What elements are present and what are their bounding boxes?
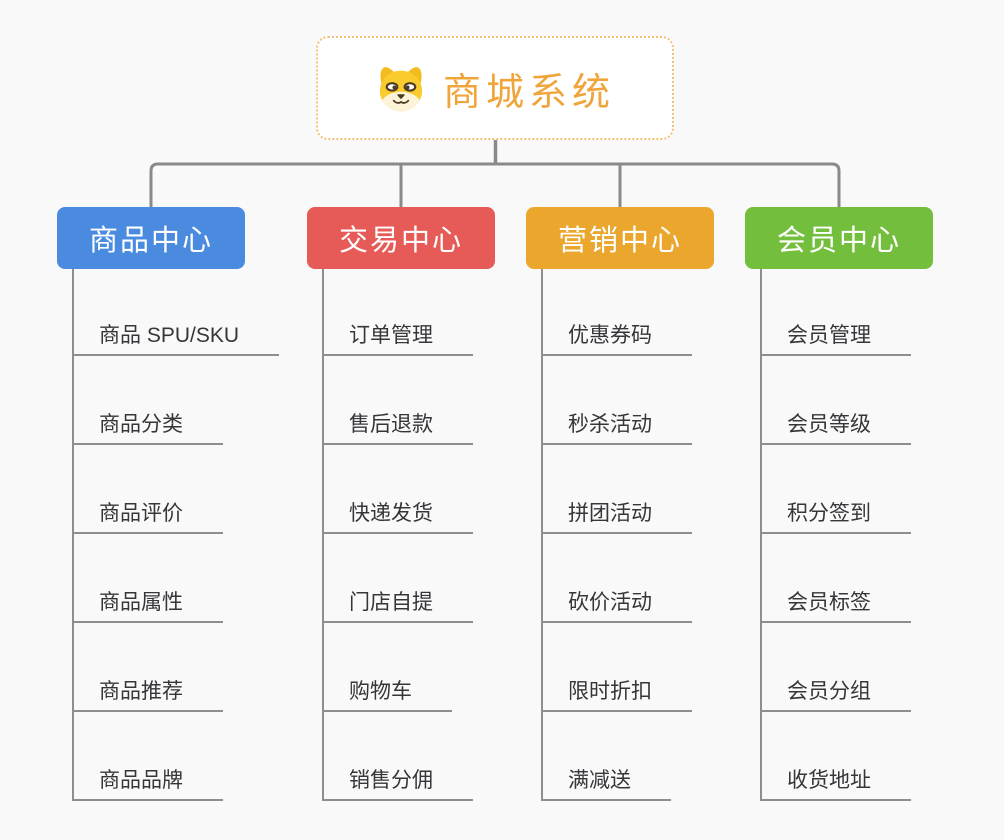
branch-3-item-5[interactable]: 限时折扣	[542, 679, 692, 712]
branch-header-4[interactable]: 会员中心	[745, 207, 933, 269]
branch-connector-line	[541, 269, 543, 801]
dog-face-icon	[375, 64, 427, 113]
branch-1-item-1[interactable]: 商品 SPU/SKU	[73, 323, 280, 356]
branch-2-item-1[interactable]: 订单管理	[323, 323, 473, 356]
branch-4-item-3[interactable]: 积分签到	[761, 501, 911, 534]
branch-column-1: 商品中心 商品 SPU/SKU 商品分类 商品评价 商品属性 商品推荐 商品品牌	[57, 207, 280, 817]
branch-column-2: 交易中心 订单管理 售后退款 快递发货 门店自提 购物车 销售分佣	[307, 207, 495, 817]
branch-4-item-1[interactable]: 会员管理	[761, 323, 911, 356]
branch-3-item-4[interactable]: 砍价活动	[542, 590, 692, 623]
root-node[interactable]: 商城系统	[316, 36, 674, 140]
branch-2-item-6[interactable]: 销售分佣	[323, 768, 473, 801]
branch-4-item-4[interactable]: 会员标签	[761, 590, 911, 623]
branch-2-item-2[interactable]: 售后退款	[323, 412, 473, 445]
branch-connector-line	[322, 269, 324, 801]
branch-2-item-3[interactable]: 快递发货	[323, 501, 473, 534]
branch-1-item-2[interactable]: 商品分类	[73, 412, 223, 445]
branch-header-3[interactable]: 营销中心	[526, 207, 714, 269]
branch-3-item-2[interactable]: 秒杀活动	[542, 412, 692, 445]
branch-3-item-3[interactable]: 拼团活动	[542, 501, 692, 534]
branch-2-item-4[interactable]: 门店自提	[323, 590, 473, 623]
branch-3-item-1[interactable]: 优惠券码	[542, 323, 692, 356]
root-title: 商城系统	[442, 71, 615, 114]
branch-header-2[interactable]: 交易中心	[307, 207, 495, 269]
branch-header-1[interactable]: 商品中心	[57, 207, 245, 269]
branch-3-item-6[interactable]: 满减送	[542, 768, 671, 801]
branch-1-item-5[interactable]: 商品推荐	[73, 679, 223, 712]
branch-1-item-6[interactable]: 商品品牌	[73, 768, 223, 801]
branch-column-3: 营销中心 优惠券码 秒杀活动 拼团活动 砍价活动 限时折扣 满减送	[526, 207, 714, 817]
branch-4-item-6[interactable]: 收货地址	[761, 768, 911, 801]
branch-2-item-5[interactable]: 购物车	[323, 679, 452, 712]
branch-4-item-2[interactable]: 会员等级	[761, 412, 911, 445]
branch-4-item-5[interactable]: 会员分组	[761, 679, 911, 712]
branch-column-4: 会员中心 会员管理 会员等级 积分签到 会员标签 会员分组 收货地址	[745, 207, 933, 817]
branch-connector-line	[760, 269, 762, 801]
branch-1-item-4[interactable]: 商品属性	[73, 590, 223, 623]
branch-1-item-3[interactable]: 商品评价	[73, 501, 223, 534]
branch-connector-line	[72, 269, 74, 801]
